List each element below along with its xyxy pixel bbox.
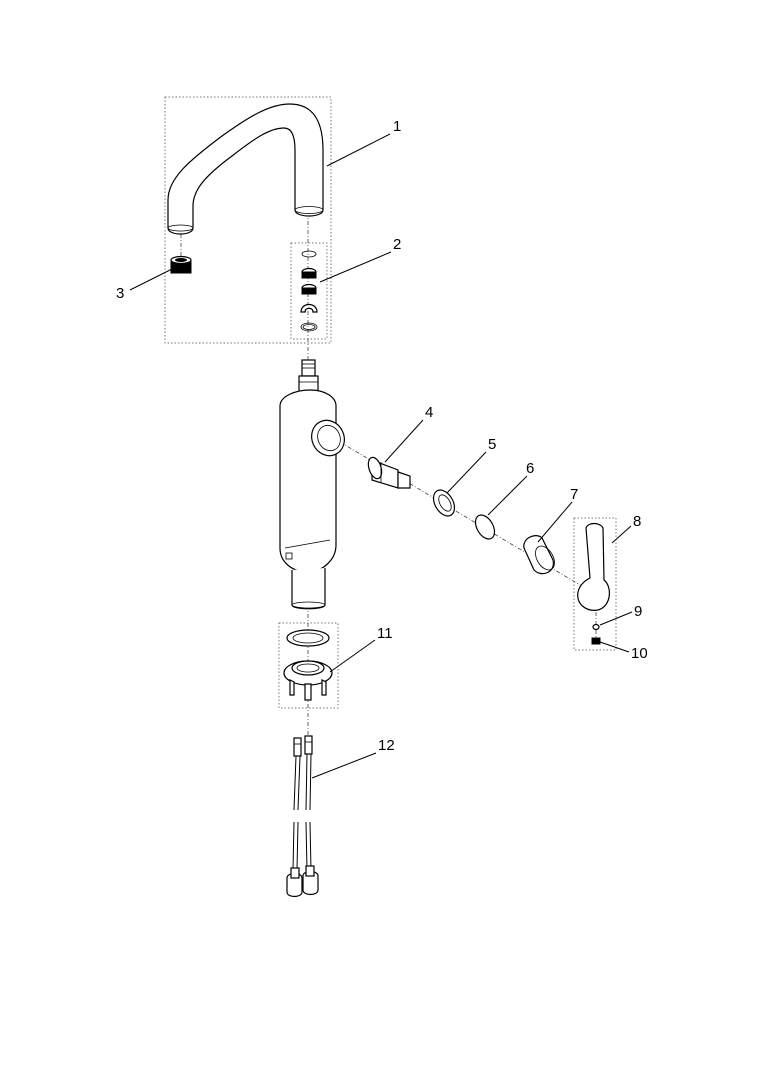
seal-set bbox=[300, 250, 318, 332]
callout-12: 12 bbox=[378, 737, 395, 754]
faucet-body bbox=[279, 389, 345, 610]
handle-group-box bbox=[573, 517, 617, 651]
callout-8: 8 bbox=[633, 513, 641, 530]
supply-hoses bbox=[286, 735, 319, 898]
cover-cap bbox=[523, 535, 555, 575]
callout-5: 5 bbox=[488, 436, 496, 453]
o-ring bbox=[474, 514, 496, 540]
mounting-group-box bbox=[278, 622, 339, 709]
callout-9: 9 bbox=[634, 603, 642, 620]
set-screw bbox=[592, 623, 600, 631]
callout-4: 4 bbox=[425, 404, 433, 421]
aerator bbox=[170, 255, 192, 274]
callout-6: 6 bbox=[526, 460, 534, 477]
spout bbox=[167, 103, 324, 235]
cap-plug bbox=[591, 637, 601, 645]
callout-3: 3 bbox=[116, 285, 124, 302]
cartridge bbox=[367, 456, 411, 489]
callout-7: 7 bbox=[570, 486, 578, 503]
seal-set-group-box bbox=[290, 242, 328, 340]
leader-lines bbox=[129, 133, 633, 779]
callout-1: 1 bbox=[393, 118, 401, 135]
mounting-set bbox=[283, 629, 333, 701]
spout-group-box bbox=[164, 96, 332, 344]
callout-10: 10 bbox=[631, 645, 648, 662]
callout-11: 11 bbox=[377, 625, 393, 642]
callout-2: 2 bbox=[393, 236, 401, 253]
lever-handle bbox=[577, 522, 610, 611]
retaining-nut bbox=[432, 489, 456, 517]
